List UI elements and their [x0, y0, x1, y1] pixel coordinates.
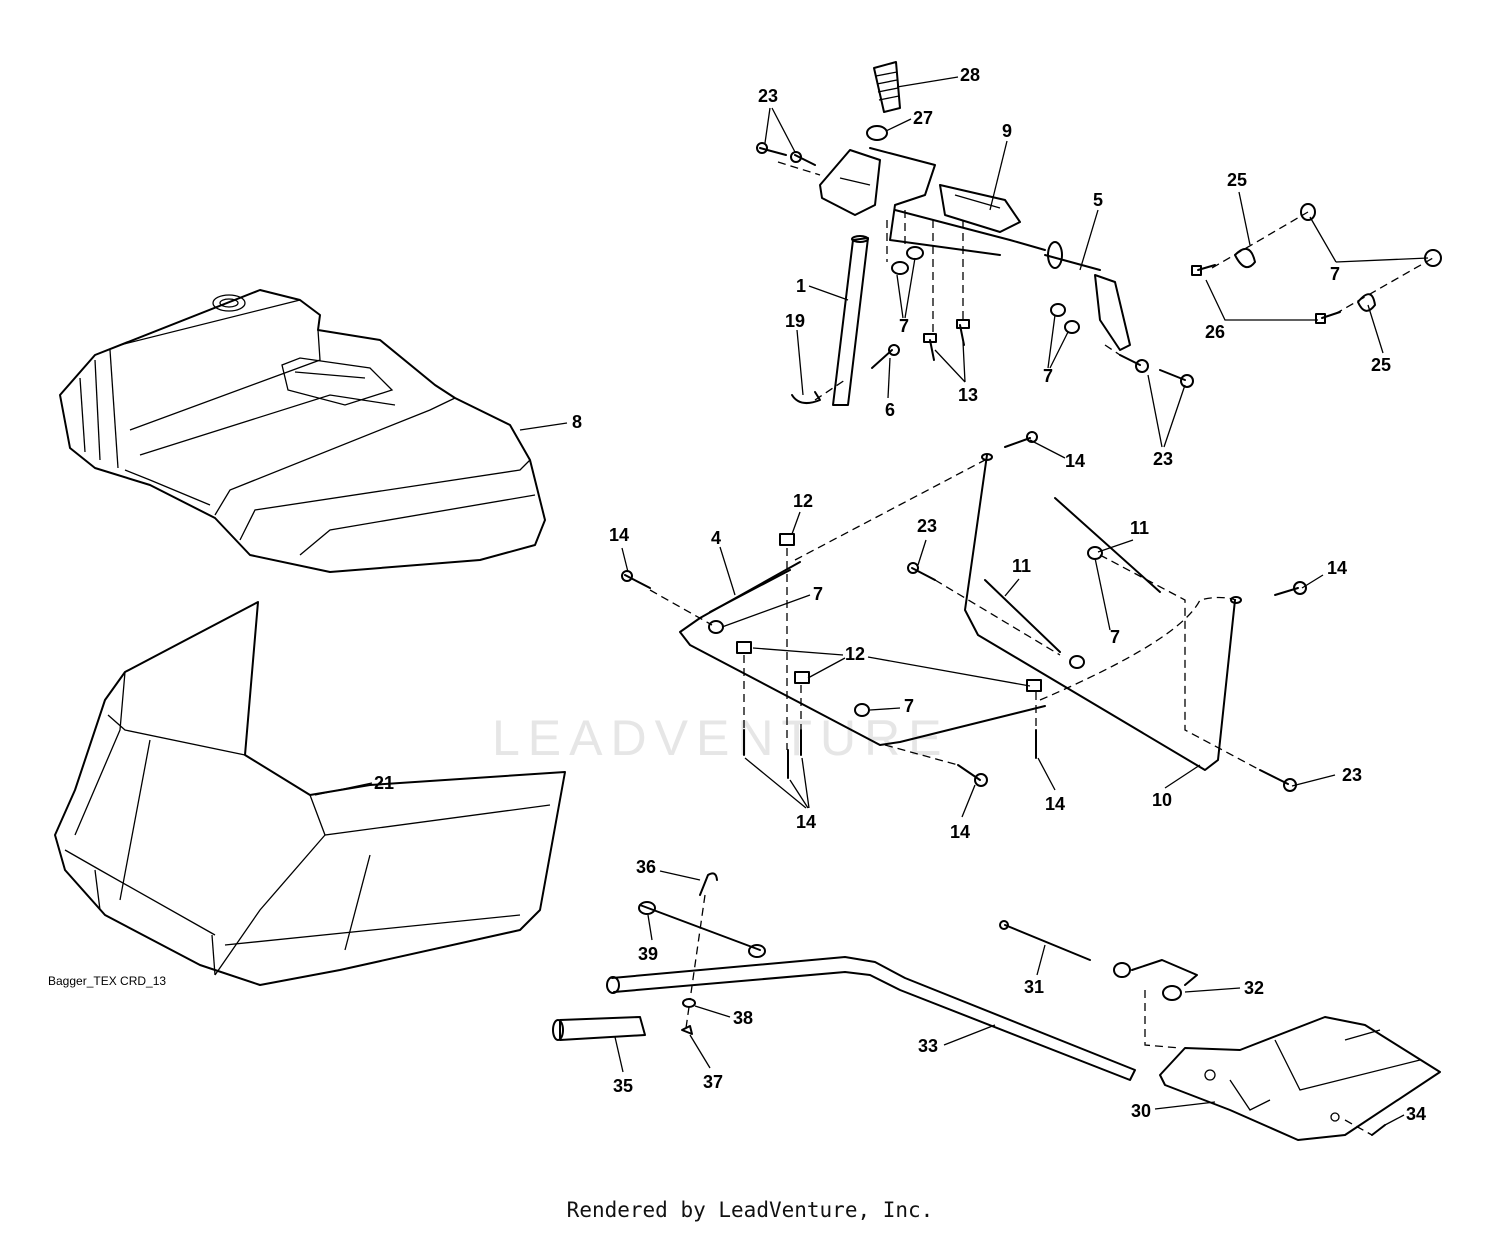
callout-4: 4: [711, 528, 721, 548]
part-7-nuts-middle: [708, 546, 1103, 717]
leader-lines: [314, 76, 1429, 1126]
callout-25: 25: [1371, 355, 1391, 375]
callout-7: 7: [1043, 366, 1053, 386]
part-23-bolts-upper: [756, 142, 1194, 388]
part-12-square-nuts: [736, 533, 1042, 692]
callout-13: 13: [958, 385, 978, 405]
callout-7: 7: [904, 696, 914, 716]
callout-25: 25: [1227, 170, 1247, 190]
callout-10: 10: [1152, 790, 1172, 810]
callout-7: 7: [1110, 627, 1120, 647]
callout-26: 26: [1205, 322, 1225, 342]
part-37-clip: [681, 1025, 693, 1035]
part-36-hook: [699, 872, 718, 896]
callout-1: 1: [796, 276, 806, 296]
callout-9: 9: [1002, 121, 1012, 141]
part-10-frame: [964, 453, 1242, 771]
part-25-26-side-hardware: [1191, 203, 1442, 324]
callout-33: 33: [918, 1036, 938, 1056]
callout-14: 14: [1045, 794, 1065, 814]
callout-37: 37: [703, 1072, 723, 1092]
part-11-braces: [984, 497, 1161, 653]
callout-14: 14: [950, 822, 970, 842]
callout-11: 11: [1012, 556, 1031, 576]
callout-labels: 28 23 27 9 25 5 7 1 19 7 26 25 7 6 13 8 …: [374, 65, 1426, 1124]
callout-7: 7: [899, 316, 909, 336]
callout-35: 35: [613, 1076, 633, 1096]
callout-14: 14: [796, 812, 816, 832]
part-14-bolts: [621, 431, 1307, 787]
callout-14: 14: [1327, 558, 1347, 578]
callout-12: 12: [793, 491, 813, 511]
callout-6: 6: [885, 400, 895, 420]
part-8-bagger-cover: [59, 289, 546, 573]
callout-31: 31: [1024, 977, 1044, 997]
drawing-code: Bagger_TEX CRD_13: [48, 974, 166, 988]
footer-credit: Rendered by LeadVenture, Inc.: [566, 1198, 934, 1222]
part-35-grip: [552, 1016, 646, 1041]
callout-12: 12: [845, 644, 865, 664]
callout-32: 32: [1244, 978, 1264, 998]
callout-23: 23: [1153, 449, 1173, 469]
part-31-pin: [999, 920, 1091, 961]
part-34-bolt: [1371, 1124, 1386, 1136]
part-27-washer: [866, 125, 888, 141]
part-5-rod: [1044, 241, 1131, 351]
callout-11: 11: [1130, 518, 1149, 538]
part-6-bolt: [871, 344, 900, 369]
callout-36: 36: [636, 857, 656, 877]
callout-14: 14: [1065, 451, 1085, 471]
callout-23: 23: [917, 516, 937, 536]
part-21-bagger-bag: [54, 601, 566, 986]
callout-8: 8: [572, 412, 582, 432]
part-28-grip: [873, 61, 901, 113]
part-19-pin: [791, 391, 821, 405]
part-1-tube: [832, 235, 869, 406]
callout-30: 30: [1131, 1101, 1151, 1121]
part-38-washer: [682, 998, 696, 1008]
part-7-nuts-upper: [891, 246, 1080, 334]
callout-39: 39: [638, 944, 658, 964]
assembly-dashed-lines: [649, 161, 1434, 1136]
callout-23: 23: [1342, 765, 1362, 785]
part-13-bolts: [923, 319, 970, 361]
callout-38: 38: [733, 1008, 753, 1028]
part-32-spring: [1113, 959, 1198, 1001]
callout-5: 5: [1093, 190, 1103, 210]
callout-7: 7: [813, 584, 823, 604]
callout-28: 28: [960, 65, 980, 85]
callout-19: 19: [785, 311, 805, 331]
callout-7: 7: [1330, 264, 1340, 284]
watermark: LEADVENTURE: [492, 710, 950, 766]
part-33-handle-bar: [606, 956, 1136, 1081]
part-30-pedal-plate: [1159, 1016, 1441, 1141]
callout-27: 27: [913, 108, 933, 128]
callout-14: 14: [609, 525, 629, 545]
callout-34: 34: [1406, 1104, 1426, 1124]
callout-21: 21: [374, 773, 394, 793]
callout-23: 23: [758, 86, 778, 106]
